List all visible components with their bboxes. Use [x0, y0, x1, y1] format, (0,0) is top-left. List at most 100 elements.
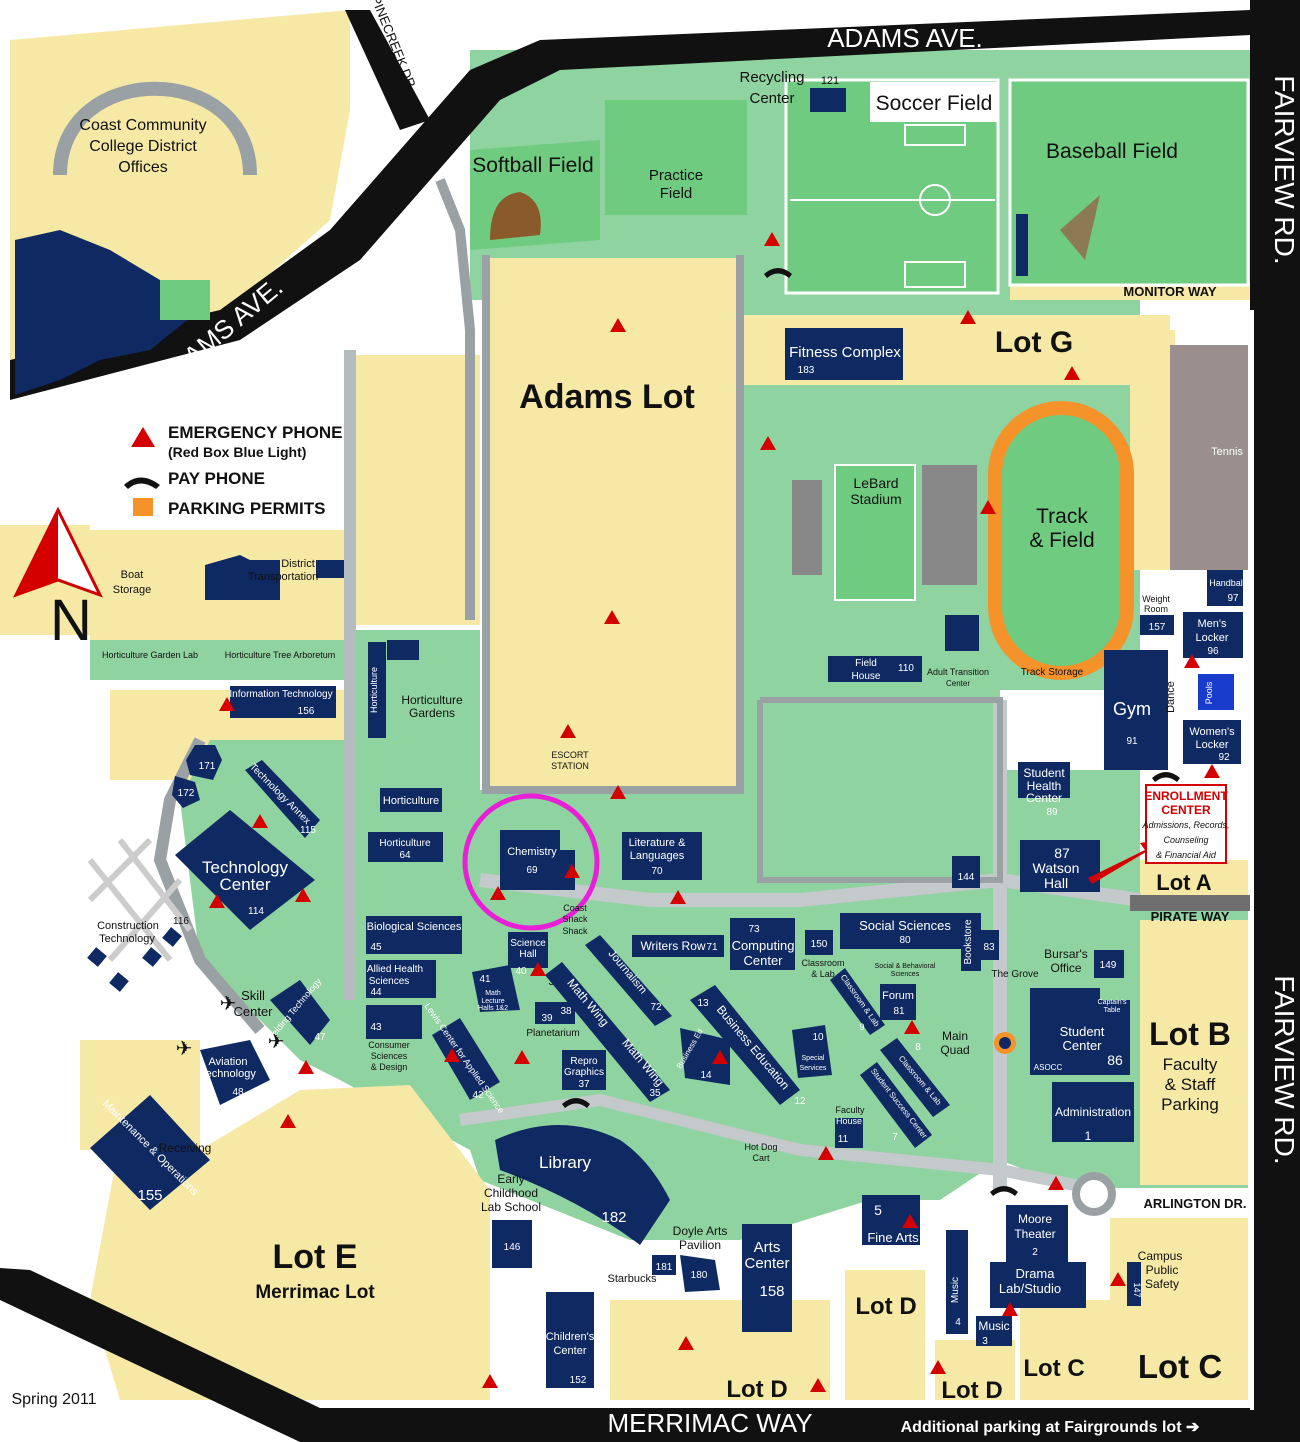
- building-147-number: 147: [1132, 1282, 1142, 1297]
- pinecreek-road: [345, 10, 430, 130]
- additional-parking-label: Additional parking at Fairgrounds lot ➔: [901, 1419, 1200, 1436]
- fitness-complex-building: [785, 328, 903, 380]
- emergency-phone-icon[interactable]: [712, 1050, 728, 1064]
- writers-row-label: Writers Row: [640, 939, 705, 953]
- music-vertical-label: Music: [950, 1277, 961, 1303]
- arts-center-label-2: Center: [744, 1255, 789, 1272]
- emergency-phone-icon[interactable]: [1204, 764, 1220, 778]
- emergency-phone-icon[interactable]: [1110, 1272, 1126, 1286]
- emergency-phone-icon[interactable]: [482, 1374, 498, 1388]
- student-health-number: 89: [1046, 807, 1058, 818]
- building-83-number: 83: [983, 942, 995, 953]
- aviation-tech-label-2: Technology: [200, 1068, 256, 1080]
- emergency-phone-icon[interactable]: [980, 500, 996, 514]
- pirate-way-band: [1130, 895, 1250, 911]
- welding-tech-building: [270, 980, 330, 1045]
- emergency-phone-icon[interactable]: [1002, 1302, 1018, 1316]
- emergency-phone-icon[interactable]: [252, 814, 268, 828]
- district-building: [15, 230, 200, 395]
- early-childhood-label-2: Childhood: [484, 1186, 538, 1200]
- emergency-phone-icon[interactable]: [298, 1060, 314, 1074]
- computing-center-label-2: Center: [743, 953, 783, 968]
- horticulture-vertical-building: [368, 642, 386, 738]
- forum-building: [880, 984, 916, 1020]
- info-tech-label: Information Technology: [229, 689, 332, 700]
- watson-hall-building: [1020, 840, 1100, 892]
- womens-locker-label-2: Locker: [1195, 739, 1228, 751]
- pay-phone-icon[interactable]: [562, 1098, 590, 1108]
- legend-emergency-triangle: [131, 427, 155, 447]
- emergency-phone-icon[interactable]: [678, 1336, 694, 1350]
- monitor-way-label: MONITOR WAY: [1123, 284, 1217, 299]
- emergency-phone-icon[interactable]: [209, 894, 225, 908]
- emergency-phone-icon[interactable]: [444, 1048, 460, 1062]
- path-center-green: [757, 697, 1003, 883]
- emergency-phone-icon[interactable]: [1184, 654, 1200, 668]
- emergency-phone-icon[interactable]: [490, 886, 506, 900]
- emergency-phone-icon[interactable]: [610, 785, 626, 799]
- info-tech-building: [230, 686, 336, 718]
- hort-garden-lab-label: Horticulture Garden Lab: [102, 650, 198, 660]
- allied-health-building: [366, 960, 436, 998]
- emergency-phone-icon[interactable]: [930, 1360, 946, 1374]
- forum-label: Forum: [882, 990, 914, 1002]
- biological-sciences-building: [366, 916, 462, 954]
- building-150: [805, 930, 833, 955]
- faculty-house-number: 11: [838, 1134, 849, 1145]
- lot-a-label: Lot A: [1156, 870, 1211, 895]
- childrens-center-label-2: Center: [553, 1345, 586, 1357]
- arlington-roundabout: [1072, 1172, 1116, 1216]
- emergency-phone-icon[interactable]: [1064, 366, 1080, 380]
- emergency-phone-icon[interactable]: [604, 610, 620, 624]
- pay-phone-icon[interactable]: [990, 1186, 1018, 1196]
- emergency-phone-icon[interactable]: [960, 310, 976, 324]
- emergency-phone-icon[interactable]: [560, 724, 576, 738]
- horticulture-vertical-label: Horticulture: [369, 667, 379, 713]
- technology-center-building: [175, 810, 315, 930]
- bursar-label-1: Bursar's: [1044, 947, 1088, 961]
- lot-d-center-label: Lot D: [855, 1293, 916, 1320]
- emergency-phone-icon[interactable]: [280, 1114, 296, 1128]
- lot-b-sub-2: & Staff: [1165, 1075, 1216, 1094]
- lot-e-sub: Merrimac Lot: [255, 1282, 375, 1303]
- music-vertical-number: 4: [955, 1317, 961, 1328]
- pay-phone-icon[interactable]: [1152, 772, 1180, 782]
- journalism-building: [585, 935, 672, 1026]
- emergency-phone-icon[interactable]: [1048, 1176, 1064, 1190]
- womens-locker-building: [1183, 720, 1241, 764]
- emergency-phone-icon[interactable]: [530, 962, 546, 976]
- administration-number: 1: [1085, 1129, 1092, 1143]
- emergency-phone-icon[interactable]: [810, 1378, 826, 1392]
- merrimac-label: MERRIMAC WAY: [607, 1408, 812, 1438]
- mens-locker-building: [1183, 612, 1243, 658]
- emergency-phone-icon[interactable]: [295, 888, 311, 902]
- fitness-complex-label: Fitness Complex: [789, 344, 901, 361]
- special-services-label-2: Services: [800, 1065, 827, 1072]
- emergency-phone-icon[interactable]: [670, 890, 686, 904]
- drama-label-1: Drama: [1015, 1266, 1055, 1281]
- emergency-phone-icon[interactable]: [764, 232, 780, 246]
- arts-center-number: 158: [759, 1283, 784, 1300]
- building-150-number: 150: [811, 939, 828, 950]
- business-building: [690, 985, 800, 1105]
- special-services-label-1: Special: [802, 1055, 825, 1062]
- emergency-phone-icon[interactable]: [219, 697, 235, 711]
- district-transportation-building: [205, 555, 280, 600]
- emergency-phone-icon[interactable]: [514, 1050, 530, 1064]
- biological-sciences-number: 45: [370, 942, 382, 953]
- pay-phone-icon[interactable]: [764, 268, 792, 278]
- campus-safety-label-1: Campus: [1138, 1249, 1183, 1263]
- technology-annex-number: 115: [300, 825, 316, 836]
- faculty-house-label-2: House: [836, 1116, 862, 1126]
- emergency-phone-icon[interactable]: [904, 1020, 920, 1034]
- emergency-phone-icon[interactable]: [760, 436, 776, 450]
- main-quad-logo-inner: [999, 1037, 1011, 1049]
- emergency-phone-icon[interactable]: [902, 1214, 918, 1228]
- emergency-phone-icon[interactable]: [610, 318, 626, 332]
- emergency-phone-icon[interactable]: [818, 1146, 834, 1160]
- emergency-phone-icon[interactable]: [564, 864, 580, 878]
- captains-table-label-2: Table: [1104, 1007, 1121, 1014]
- student-success-number: 7: [892, 1132, 898, 1143]
- consumer-sciences-label-2: Sciences: [371, 1051, 408, 1061]
- soccer-label-bg: [870, 82, 998, 122]
